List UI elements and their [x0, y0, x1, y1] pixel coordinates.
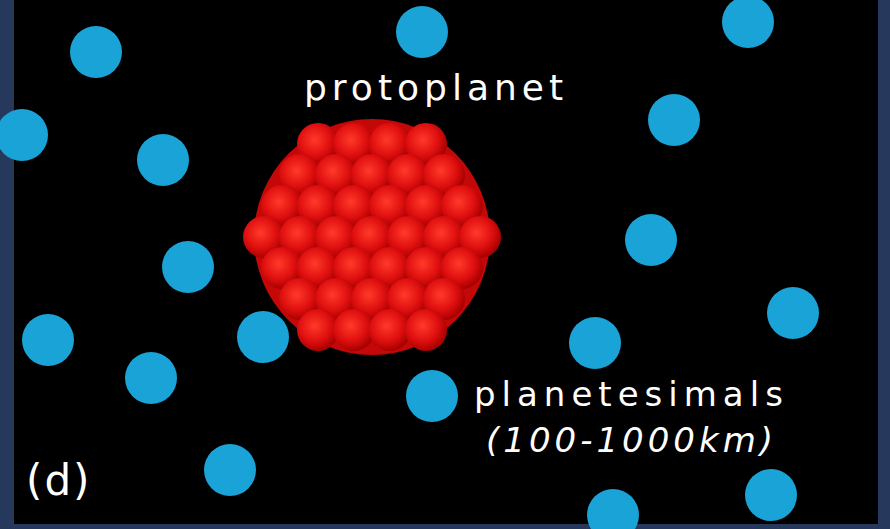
panel-letter: (d) — [26, 458, 91, 504]
protoplanet-clump — [242, 112, 502, 362]
protoplanet-label: protoplanet — [304, 68, 568, 108]
size-range-label: (100-1000km) — [486, 422, 777, 459]
protoplanet-node: protoplanet — [242, 62, 612, 362]
planetesimals-label: planetesimals — [474, 376, 789, 413]
